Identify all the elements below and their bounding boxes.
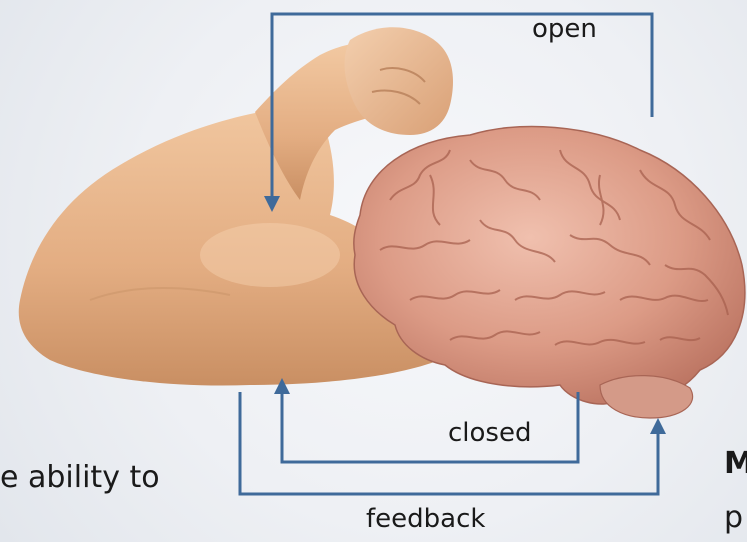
- closed-loop-arrow: [274, 378, 578, 462]
- body-text-left: e ability to: [0, 460, 160, 495]
- closed-label: closed: [448, 418, 531, 448]
- body-text-right: p: [724, 500, 743, 535]
- feedback-loop-arrowhead: [650, 418, 666, 434]
- body-text-right-bold: M: [724, 446, 747, 481]
- open-label: open: [532, 14, 597, 44]
- brain-illustration: [354, 127, 745, 418]
- feedback-label: feedback: [366, 504, 485, 534]
